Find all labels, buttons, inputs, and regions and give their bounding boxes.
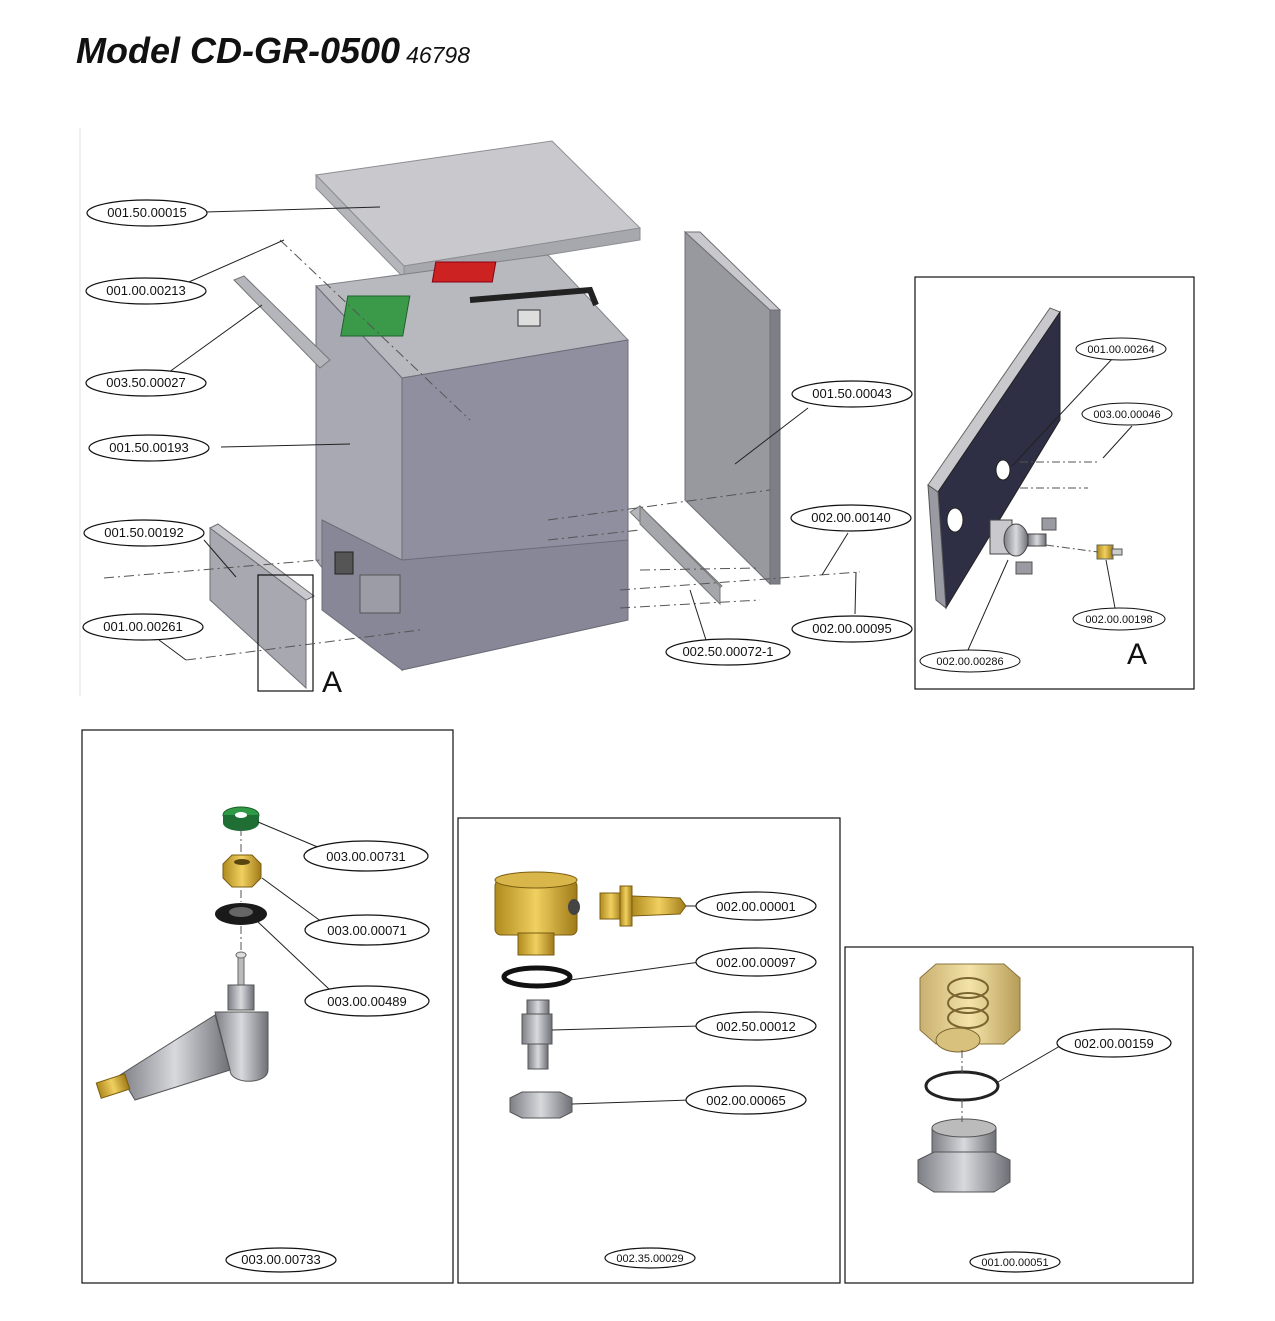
svg-text:003.50.00027: 003.50.00027 — [106, 375, 186, 390]
svg-text:002.00.00198: 002.00.00198 — [1085, 614, 1152, 626]
svg-text:002.00.00140: 002.00.00140 — [811, 510, 891, 525]
callout-label: 003.50.00027 — [85, 369, 207, 397]
callout-label: 002.00.00140 — [790, 504, 912, 532]
callout-label: 002.00.00065 — [685, 1085, 807, 1115]
side-panel-part — [683, 230, 782, 586]
svg-text:003.00.00071: 003.00.00071 — [327, 923, 407, 938]
assembly-00029-box: 002.00.00001 002.00.00097 002.50.00012 0… — [457, 817, 841, 1284]
callout-label: 002.00.00286 — [919, 649, 1021, 673]
svg-text:001.00.00051: 001.00.00051 — [981, 1257, 1048, 1269]
lower-panel-part — [209, 523, 315, 690]
detail-a-frame — [257, 574, 314, 692]
svg-text:003.00.00731: 003.00.00731 — [326, 849, 406, 864]
svg-text:001.50.00192: 001.50.00192 — [104, 525, 184, 540]
callout-label: 001.00.00264 — [1075, 337, 1167, 361]
svg-text:002.00.00286: 002.00.00286 — [936, 656, 1003, 668]
callout-label: 003.00.00489 — [304, 985, 430, 1017]
assembly-00051-box: 002.00.00159 001.00.00051 — [844, 946, 1194, 1284]
callout-label: 002.50.00072-1 — [665, 638, 791, 666]
svg-text:001.00.00213: 001.00.00213 — [106, 283, 186, 298]
callout-label: 002.00.00001 — [695, 891, 817, 921]
svg-text:003.00.00733: 003.00.00733 — [241, 1252, 321, 1267]
assembly-id-label: 002.35.00029 — [604, 1247, 696, 1269]
svg-text:002.00.00159: 002.00.00159 — [1074, 1036, 1154, 1051]
callout-label: 002.00.00097 — [695, 947, 817, 977]
callout-label: 002.00.00198 — [1072, 607, 1166, 631]
callout-label: 001.50.00015 — [86, 199, 208, 227]
svg-text:001.00.00261: 001.00.00261 — [103, 619, 183, 634]
svg-text:002.50.00012: 002.50.00012 — [716, 1019, 796, 1034]
svg-text:003.00.00046: 003.00.00046 — [1093, 409, 1160, 421]
model-name: Model CD-GR-0500 — [76, 30, 401, 71]
callout-label: 002.00.00159 — [1056, 1028, 1172, 1058]
callout-label: 003.00.00731 — [303, 840, 429, 872]
model-number: 46798 — [406, 42, 471, 68]
svg-text:001.00.00264: 001.00.00264 — [1087, 344, 1154, 356]
detail-a-box-marker: A — [1127, 638, 1147, 671]
svg-text:001.50.00193: 001.50.00193 — [109, 440, 189, 455]
side-rail-part — [233, 275, 331, 369]
svg-text:001.50.00043: 001.50.00043 — [812, 386, 892, 401]
svg-text:002.50.00072-1: 002.50.00072-1 — [682, 644, 773, 659]
svg-text:002.35.00029: 002.35.00029 — [616, 1253, 683, 1265]
callout-label: 001.50.00193 — [88, 434, 210, 462]
svg-text:001.50.00015: 001.50.00015 — [107, 205, 187, 220]
main-body-part — [314, 254, 630, 672]
assembly-id-label: 001.00.00051 — [969, 1251, 1061, 1273]
assembly-id-label: 003.00.00733 — [225, 1247, 337, 1273]
detail-a-box: 001.00.00264 003.00.00046 002.00.00198 0… — [914, 276, 1195, 690]
callout-label: 003.00.00046 — [1081, 402, 1173, 426]
callout-label: 001.50.00043 — [791, 380, 913, 408]
callout-label: 002.50.00012 — [695, 1011, 817, 1041]
svg-text:002.00.00001: 002.00.00001 — [716, 899, 796, 914]
svg-text:003.00.00489: 003.00.00489 — [327, 994, 407, 1009]
detail-a-marker: A — [322, 666, 342, 699]
svg-text:002.00.00097: 002.00.00097 — [716, 955, 796, 970]
svg-text:002.00.00065: 002.00.00065 — [706, 1093, 786, 1108]
assembly-00733-box: 003.00.00731 003.00.00071 003.00.00489 0… — [81, 729, 454, 1284]
top-cover-part — [314, 140, 642, 280]
callout-label: 001.00.00213 — [85, 277, 207, 305]
svg-text:002.00.00095: 002.00.00095 — [812, 621, 892, 636]
main-assembly: A 001.50.00015 — [79, 128, 913, 699]
callout-label: 001.00.00261 — [82, 613, 204, 641]
callout-label: 001.50.00192 — [83, 519, 205, 547]
callout-label: 002.00.00095 — [791, 615, 913, 643]
callout-label: 003.00.00071 — [304, 914, 430, 946]
